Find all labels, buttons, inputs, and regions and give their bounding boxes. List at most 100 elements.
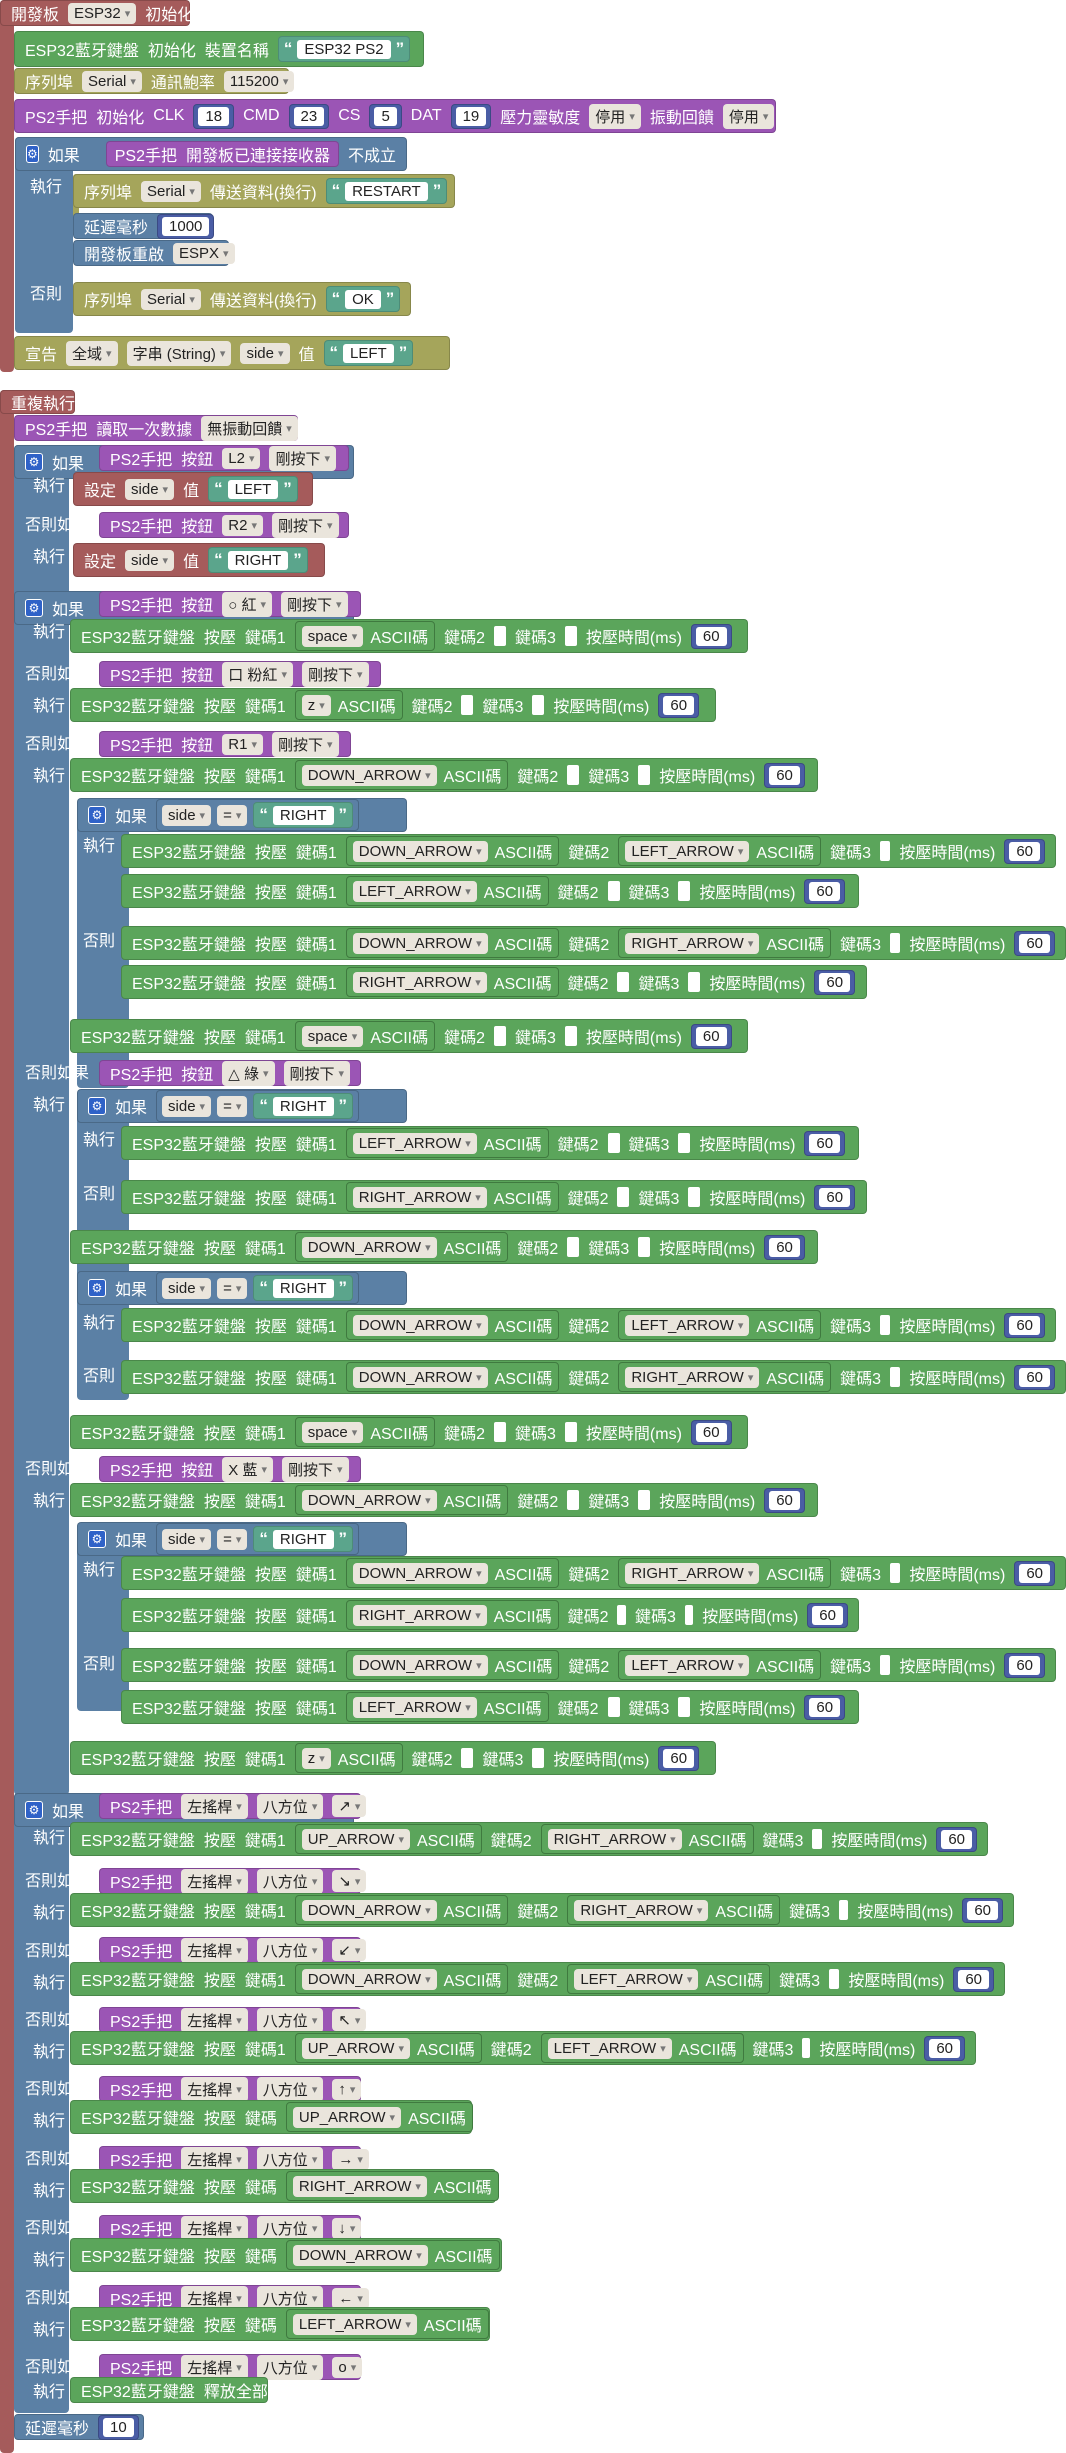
key-dropdown[interactable]: RIGHT_ARROW [352, 971, 487, 993]
stick-dropdown[interactable]: 左搖桿 [181, 2354, 248, 2380]
empty-socket[interactable] [880, 841, 891, 861]
keyboard-press-block[interactable]: ESP32藍牙鍵盤按壓鍵碼1DOWN_ARROWASCII碼鍵碼2LEFT_AR… [121, 834, 1056, 868]
baud-dropdown[interactable]: 115200 [223, 70, 295, 92]
direction-dropdown[interactable]: ↗ [332, 1795, 367, 1817]
number-input[interactable]: 60 [1004, 838, 1045, 864]
empty-socket[interactable] [880, 1655, 891, 1675]
empty-socket[interactable] [494, 1422, 507, 1442]
side-equals-condition[interactable]: side=“RIGHT” [156, 799, 360, 831]
delay-1000-block[interactable]: 延遲毫秒 1000 [73, 213, 215, 239]
number-input[interactable]: 60 [924, 2035, 965, 2061]
ascii-key[interactable]: LEFT_ARROWASCII碼 [345, 1128, 549, 1158]
serial-dropdown[interactable]: Serial [141, 288, 201, 310]
empty-socket[interactable] [607, 881, 620, 901]
rumble-dropdown[interactable]: 停用 [722, 103, 775, 129]
key-dropdown[interactable]: DOWN_ARROW [301, 764, 437, 786]
key-dropdown[interactable]: DOWN_ARROW [352, 1562, 488, 1584]
number-input[interactable]: 60 [764, 1487, 805, 1513]
ascii-key[interactable]: RIGHT_ARROWASCII碼 [285, 2171, 499, 2201]
set-side-left[interactable]: 設定side值“LEFT” [73, 472, 313, 506]
empty-socket[interactable] [890, 933, 901, 953]
side-equals-condition[interactable]: side=“RIGHT” [156, 1523, 360, 1555]
number-input[interactable]: 60 [804, 878, 846, 904]
ascii-key[interactable]: DOWN_ARROWASCII碼 [345, 1362, 560, 1392]
empty-socket[interactable] [567, 765, 580, 785]
empty-socket[interactable] [461, 695, 474, 715]
direction-dropdown[interactable]: → [332, 2148, 369, 2170]
stick-dropdown[interactable]: 左搖桿 [181, 2007, 248, 2033]
number-input[interactable]: 60 [962, 1897, 1003, 1923]
string-ok[interactable]: “OK” [325, 286, 401, 312]
number-input[interactable]: 60 [814, 969, 856, 995]
event-dropdown[interactable]: 剛按下 [281, 1456, 349, 1482]
board-init-block[interactable]: 開發板 ESP32 初始化 [0, 0, 193, 26]
reset-target-dropdown[interactable]: ESPX [173, 242, 235, 264]
button-dropdown[interactable]: 口 粉紅 [222, 661, 293, 687]
loop-block[interactable]: 重複執行 [0, 390, 75, 414]
empty-socket[interactable] [638, 1490, 651, 1510]
number-input[interactable]: 60 [804, 1694, 846, 1720]
ascii-key[interactable]: DOWN_ARROWASCII碼 [345, 836, 560, 866]
ascii-key[interactable]: DOWN_ARROWASCII碼 [285, 2240, 500, 2270]
stick-dropdown[interactable]: 左搖桿 [181, 2215, 248, 2241]
bt-keyboard-init-block[interactable]: ESP32藍牙鍵盤 初始化 裝置名稱 “ESP32 PS2” [14, 31, 424, 67]
serial-dropdown[interactable]: Serial [141, 180, 201, 202]
ascii-key[interactable]: LEFT_ARROWASCII碼 [285, 2309, 489, 2339]
device-name-string[interactable]: “ESP32 PS2” [277, 36, 411, 62]
key-dropdown[interactable]: RIGHT_ARROW [292, 2175, 427, 2197]
key-dropdown[interactable]: RIGHT_ARROW [625, 1562, 760, 1584]
empty-socket[interactable] [494, 1026, 507, 1046]
event-dropdown[interactable]: 剛按下 [281, 591, 348, 617]
empty-socket[interactable] [638, 1237, 651, 1257]
string-literal[interactable]: “LEFT” [208, 476, 298, 502]
number-input[interactable]: 60 [953, 1966, 994, 1992]
mode-dropdown[interactable]: 八方位 [256, 2354, 324, 2380]
key-dropdown[interactable]: RIGHT_ARROW [625, 1366, 760, 1388]
key-dropdown[interactable]: LEFT_ARROW [292, 2313, 417, 2335]
ascii-key[interactable]: LEFT_ARROWASCII碼 [345, 1692, 549, 1722]
string-left[interactable]: “LEFT” [323, 340, 414, 366]
gear-icon[interactable]: ⚙ [88, 1530, 106, 1548]
empty-socket[interactable] [678, 1697, 691, 1717]
delay-input[interactable]: 1000 [157, 213, 215, 239]
button-dropdown[interactable]: R1 [222, 733, 263, 755]
direction-dropdown[interactable]: ↖ [332, 2009, 367, 2031]
keyboard-press-block[interactable]: ESP32藍牙鍵盤按壓鍵碼1LEFT_ARROWASCII碼鍵碼2鍵碼3按壓時間… [121, 1690, 859, 1724]
button-dropdown[interactable]: R2 [222, 514, 263, 536]
ascii-key[interactable]: LEFT_ARROWASCII碼 [618, 1310, 822, 1340]
ascii-key[interactable]: DOWN_ARROWASCII碼 [294, 760, 509, 790]
var-dropdown[interactable]: side [125, 549, 175, 571]
var-dropdown[interactable]: side [162, 1095, 212, 1117]
ascii-key[interactable]: RIGHT_ARROWASCII碼 [618, 928, 832, 958]
number-input[interactable]: 10 [98, 2414, 139, 2440]
var-dropdown[interactable]: side [162, 1277, 212, 1299]
number-input[interactable]: 60 [807, 1602, 848, 1628]
direction-dropdown[interactable]: ↓ [332, 2217, 362, 2239]
number-input[interactable]: 60 [804, 1130, 846, 1156]
number-input[interactable]: 60 [690, 623, 732, 649]
key-dropdown[interactable]: DOWN_ARROW [301, 1968, 437, 1990]
var-dropdown[interactable]: side [125, 478, 175, 500]
gear-icon[interactable]: ⚙ [25, 453, 43, 471]
mode-dropdown[interactable]: 八方位 [256, 2215, 324, 2241]
ascii-key[interactable]: DOWN_ARROWASCII碼 [294, 1485, 509, 1515]
key-dropdown[interactable]: UP_ARROW [292, 2106, 402, 2128]
ps2-stick-condition[interactable]: PS2手把左搖桿八方位↑ [99, 2076, 362, 2102]
ps2-button-condition[interactable]: PS2手把按鈕R1剛按下 [99, 731, 351, 757]
ascii-key[interactable]: spaceASCII碼 [294, 1021, 436, 1051]
op-dropdown[interactable]: = [217, 804, 248, 826]
key-dropdown[interactable]: RIGHT_ARROW [352, 1186, 487, 1208]
key-dropdown[interactable]: LEFT_ARROW [574, 1968, 699, 1990]
keyboard-press-block[interactable]: ESP32藍牙鍵盤按壓鍵碼1zASCII碼鍵碼2鍵碼3按壓時間(ms)60 [70, 1741, 716, 1775]
setup-if-block[interactable]: ⚙ 如果 PS2手把開發板已連接接收器 不成立 [15, 137, 407, 171]
keyboard-press-block[interactable]: ESP32藍牙鍵盤按壓鍵碼1RIGHT_ARROWASCII碼鍵碼2鍵碼3按壓時… [121, 965, 867, 999]
keyboard-press-block[interactable]: ESP32藍牙鍵盤按壓鍵碼1DOWN_ARROWASCII碼鍵碼2鍵碼3按壓時間… [70, 1483, 818, 1517]
ascii-key[interactable]: zASCII碼 [294, 690, 403, 720]
empty-socket[interactable] [684, 1605, 694, 1625]
event-dropdown[interactable]: 剛按下 [269, 445, 337, 471]
ascii-key[interactable]: LEFT_ARROWASCII碼 [567, 1964, 771, 1994]
keyboard-press-block[interactable]: ESP32藍牙鍵盤按壓鍵碼1UP_ARROWASCII碼鍵碼2RIGHT_ARR… [70, 1822, 988, 1856]
